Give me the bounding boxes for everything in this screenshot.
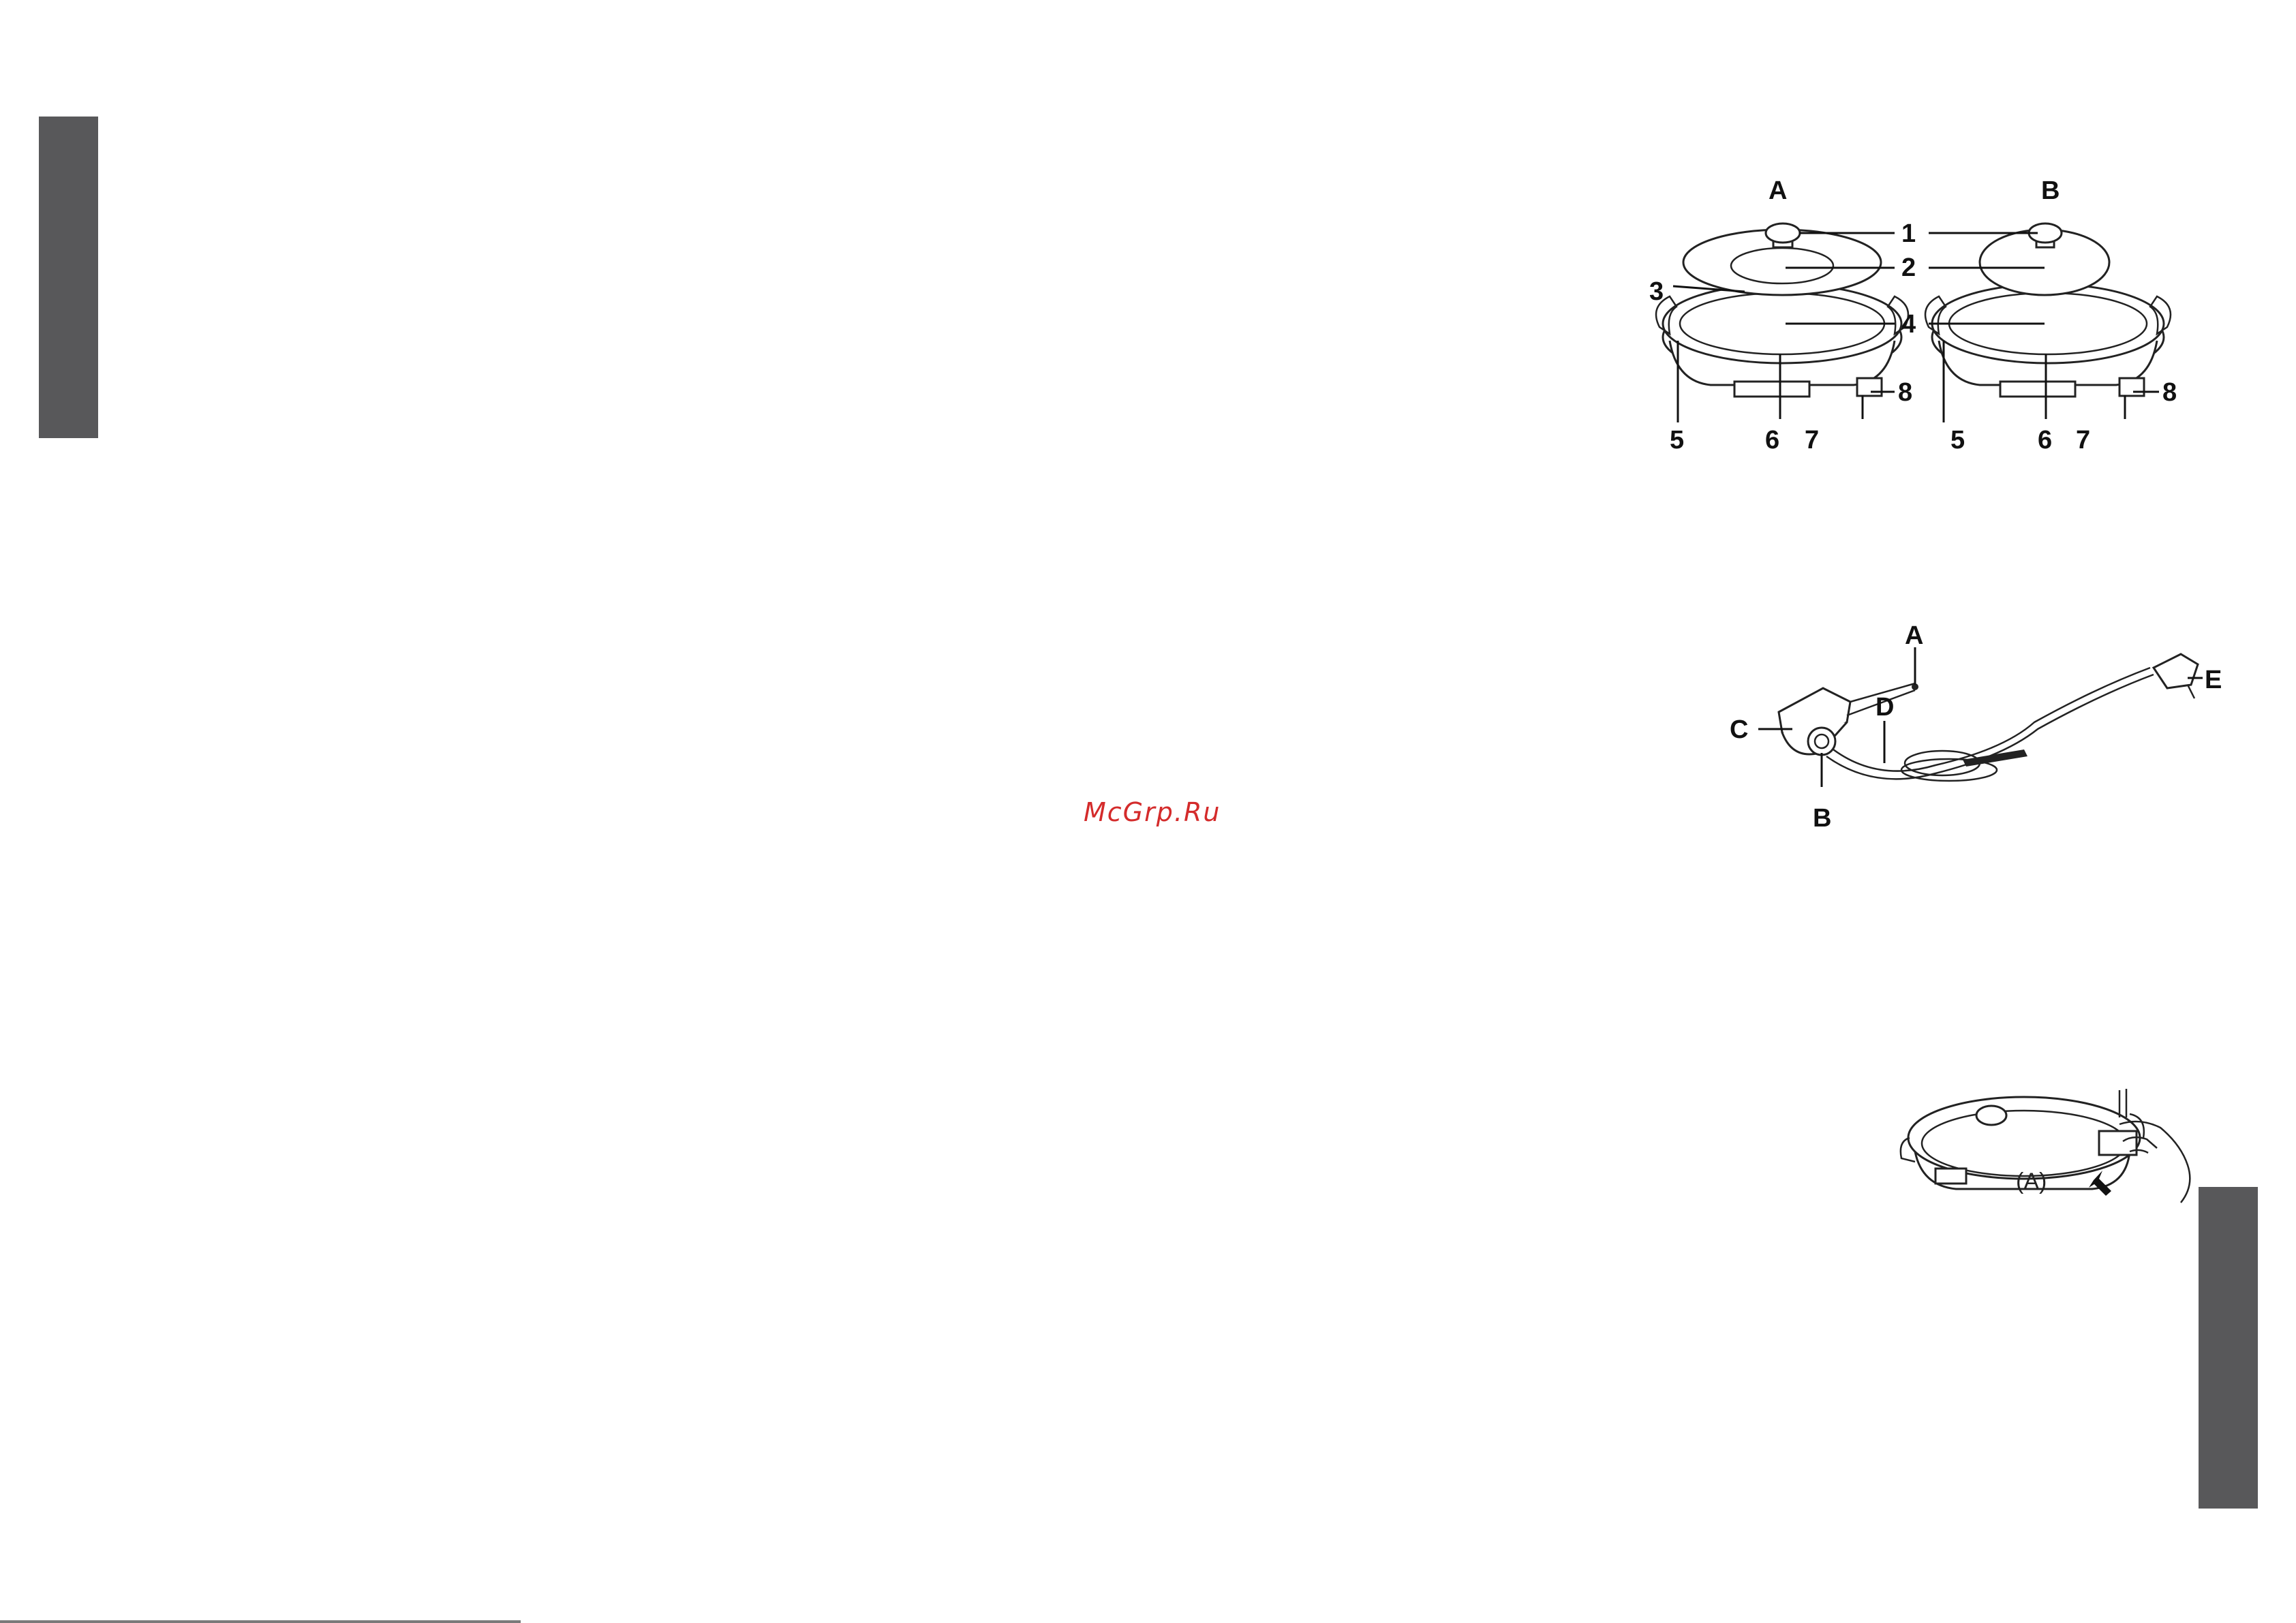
- view-a-label: A: [1769, 176, 1787, 205]
- callout-6-b: 6: [2038, 426, 2052, 454]
- callout-3: 3: [1649, 277, 1664, 306]
- callout-5-a: 5: [1670, 426, 1684, 454]
- probe-insertion-diagram: (A): [1895, 1077, 2194, 1213]
- thermostat-probe: [1779, 683, 1918, 755]
- bottom-rule: [0, 1620, 521, 1623]
- callout-d: D: [1876, 693, 1894, 722]
- view-b-label: B: [2041, 176, 2060, 205]
- callout-7-a: 7: [1805, 426, 1819, 454]
- parts-diagram: A B 1 2 3 4 5 6 7 8 5 6 7 8: [1629, 170, 2208, 457]
- figure-caption-a: (A): [2016, 1169, 2047, 1194]
- thermostat-cord-diagram: A B C D E: [1717, 620, 2222, 845]
- callout-5-b: 5: [1950, 426, 1965, 454]
- callout-8-b: 8: [2162, 378, 2177, 407]
- callout-c: C: [1730, 715, 1748, 744]
- callout-6-a: 6: [1765, 426, 1779, 454]
- callout-e: E: [2205, 666, 2222, 694]
- appliance-view-a: [1656, 223, 1908, 397]
- appliance-view-b: [1925, 223, 2171, 397]
- callout-4: 4: [1901, 310, 1916, 339]
- callout-1: 1: [1901, 219, 1916, 248]
- hand-inserting-probe: [2099, 1089, 2190, 1203]
- side-tab-right: [2199, 1187, 2258, 1509]
- callout-2: 2: [1901, 253, 1916, 282]
- callout-b: B: [1813, 804, 1831, 833]
- callout-a: A: [1905, 621, 1923, 650]
- watermark: McGrp.Ru: [1084, 797, 1221, 827]
- callout-7-b: 7: [2076, 426, 2090, 454]
- side-tab-left: [39, 117, 98, 438]
- callout-8-a: 8: [1898, 378, 1912, 407]
